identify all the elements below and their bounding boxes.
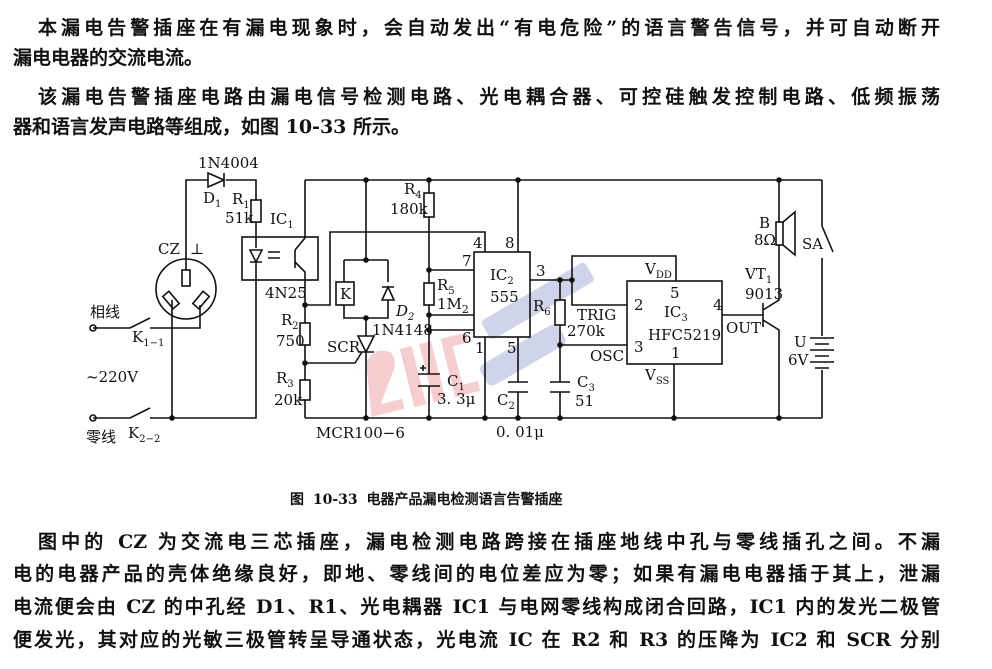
out-label: OUT	[726, 319, 761, 337]
vdd-label: VDD	[644, 260, 672, 281]
ic3-part-label: HFC5219	[648, 326, 721, 344]
battery-u-value: 6V	[788, 351, 810, 369]
watermark	[366, 262, 594, 417]
relay-k-label: K	[340, 285, 352, 303]
ic2-pin-4: 4	[473, 234, 483, 252]
diode-d2	[380, 285, 396, 301]
osc-label: OSC	[590, 347, 624, 365]
junction-dots	[169, 177, 782, 421]
capacitor-c2	[508, 381, 528, 393]
body-line-4: 便发光，其对应的光敏三极管转呈导通状态，光电流 IC 在 R2 和 R3 的压降…	[13, 629, 940, 651]
r6-value: 270k	[567, 322, 606, 340]
ic1-part-label: 4N25	[265, 284, 307, 302]
d2-part-label: 1N4148	[372, 321, 433, 339]
ic2-pin-6: 6	[462, 329, 472, 347]
vt1-part-label: 9013	[745, 285, 783, 303]
c1-value: 3. 3μ	[437, 390, 476, 408]
phase-label: 相线	[90, 303, 120, 321]
scr-label: SCR	[327, 338, 361, 356]
battery-u-label: U	[794, 333, 807, 351]
ground-symbol: ⊥	[190, 240, 204, 258]
resistor-r1	[250, 199, 262, 223]
capacitor-c1	[418, 365, 440, 387]
ic3-pin-5: 5	[670, 284, 680, 302]
r3-label: R3	[276, 369, 294, 390]
r3-value: 20k	[274, 391, 303, 409]
resistor-r5	[423, 282, 435, 306]
ic1-label: IC1	[270, 210, 294, 231]
ic3-pin-4: 4	[713, 296, 723, 314]
ic2-label: IC2	[490, 266, 514, 287]
c3-value: 51	[575, 392, 594, 410]
vt1-label: VT1	[744, 265, 772, 286]
neutral-terminal	[89, 414, 97, 422]
speaker-b	[775, 210, 796, 257]
ic2-pin-1: 1	[475, 339, 485, 357]
ic2-555	[473, 251, 531, 338]
c2-label: C2	[497, 391, 515, 412]
intro-line-1: 本漏电告警插座在有漏电现象时，会自动发出“有电危险”的语言警告信号，并可自动断开	[38, 17, 940, 39]
speaker-b-label: B	[759, 214, 770, 232]
k2-2-label: K2−2	[128, 424, 160, 445]
k1-1-label: K1−1	[132, 328, 164, 349]
vss-label: VSS	[644, 366, 670, 387]
mains-voltage-label: ~220V	[86, 368, 139, 386]
trig-label: TRIG	[577, 306, 616, 324]
resistor-r3	[299, 379, 311, 401]
component-labels: 1N4004 D1 R1 51k IC1 4N25 CZ ⊥ 相线 零线 K1−…	[86, 154, 823, 446]
c1-label: C1	[447, 372, 465, 393]
ic3-pin-3: 3	[634, 338, 644, 356]
r1-label: R1	[232, 190, 250, 211]
r4-value: 180k	[390, 200, 429, 218]
ic2-pin-7: 7	[462, 252, 472, 270]
r5-label: R5	[437, 276, 455, 297]
r5-value: 1M2	[437, 295, 469, 316]
ic3-pin-2: 2	[634, 296, 644, 314]
switch-sa-label: SA	[802, 235, 823, 253]
neutral-label: 零线	[86, 428, 116, 446]
resistor-r4	[423, 192, 435, 218]
ic3-label: IC3	[664, 303, 688, 324]
optocoupler-ic1	[241, 236, 319, 281]
intro-line-3: 该漏电告警插座电路由漏电信号检测电路、光电耦合器、可控硅触发控制电路、低频振荡	[38, 86, 940, 108]
relay-k	[335, 281, 355, 306]
ic2-pin-8: 8	[505, 234, 515, 252]
r1-value: 51k	[225, 209, 254, 227]
thyristor-scr	[356, 335, 376, 354]
body-line-2: 电的电器产品的壳体绝缘良好，即地、零线间的电位差应为零；如果有漏电电器插于其上，…	[13, 563, 940, 585]
speaker-b-value: 8Ω	[754, 231, 776, 249]
diode-d1	[207, 171, 226, 189]
ic3-hfc5219	[626, 280, 723, 365]
intro-line-2: 漏电电器的交流电流。	[13, 47, 204, 69]
d1-label: D1	[203, 189, 221, 210]
scr-part-label: MCR100−6	[316, 424, 405, 442]
capacitor-c3	[550, 381, 570, 393]
ic2-pin-3: 3	[536, 262, 546, 280]
r2-label: R2	[281, 311, 299, 332]
r6-label: R6	[533, 297, 551, 318]
d1-part-label: 1N4004	[198, 154, 259, 172]
body-line-3: 电流便会由 CZ 的中孔经 D1、R1、光电耦器 IC1 与电网零线构成闭合回路…	[13, 596, 940, 618]
r4-label: R4	[404, 180, 422, 201]
r2-value: 750	[276, 332, 305, 350]
ic2-pin-5: 5	[507, 339, 517, 357]
phase-terminal	[89, 324, 97, 332]
c3-label: C3	[577, 373, 595, 394]
resistor-r2	[299, 322, 311, 346]
resistor-r6	[554, 299, 566, 326]
socket-cz	[155, 258, 217, 320]
d2-label: D2	[395, 302, 414, 323]
body-line-1: 图中的 CZ 为交流电三芯插座，漏电检测电路跨接在插座地线中孔与零线插孔之间。不…	[38, 531, 940, 553]
c2-value: 0. 01μ	[496, 423, 544, 441]
ic3-pin-1: 1	[671, 344, 681, 362]
cz-label: CZ	[158, 240, 180, 258]
ic2-part-label: 555	[490, 288, 519, 306]
figure-caption: 图 10-33 电器产品漏电检测语言告警插座	[290, 492, 563, 508]
intro-line-4: 器和语言发声电路等组成，如图 10-33 所示。	[13, 116, 410, 138]
